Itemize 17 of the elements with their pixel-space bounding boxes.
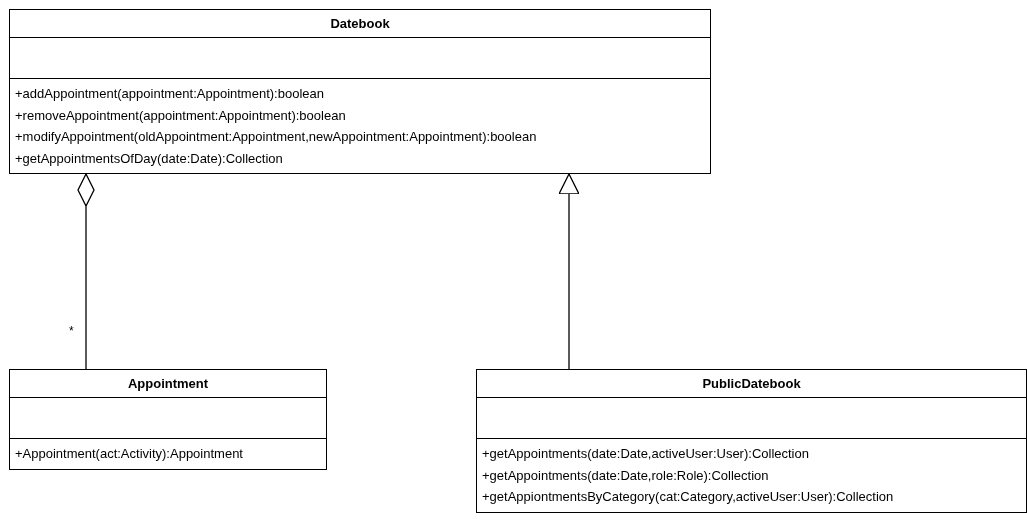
class-box <box>9 369 327 470</box>
method-signature: +getAppointmentsOfDay(date:Date):Collection <box>15 149 284 168</box>
multiplicity-label: * <box>69 324 74 338</box>
method-signature: +addAppointment(appointment:Appointment):boolean <box>15 85 325 103</box>
generalization-arrow <box>558 173 580 370</box>
method-signature: +getAppointments(date:Date,activeUser:User):Collection <box>482 445 810 463</box>
method-signature: +Appointment(act:Activity):Appointment <box>15 445 244 463</box>
class-name: Appointment <box>10 370 326 398</box>
class-name: PublicDatebook <box>477 370 1026 398</box>
method-signature: +getAppiontmentsByCategory(cat:Category,activeUser:User):Collection <box>482 488 895 506</box>
aggregation-line <box>77 173 95 370</box>
class-box <box>476 369 1027 513</box>
method-signature: +getAppointments(date:Date,role:Role):Collection <box>482 466 770 485</box>
method-signature: +removeAppointment(appointment:Appointment):boolean <box>15 106 347 125</box>
class-name: Datebook <box>10 10 710 38</box>
method-signature: +modifyAppointment(oldAppointment:Appointment,newAppointment:Appointment):boolean <box>15 128 538 146</box>
class-box <box>9 9 711 174</box>
